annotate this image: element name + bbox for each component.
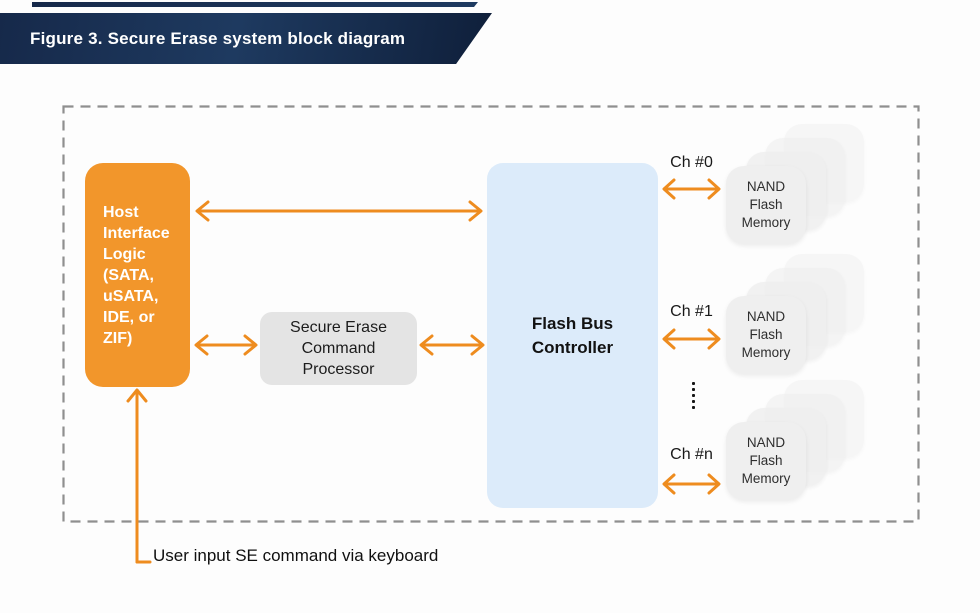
nand-flash-memory-stack-0: NAND Flash Memory: [726, 124, 866, 246]
secure-erase-command-processor-block: Secure Erase Command Processor: [260, 312, 417, 385]
user-input-note: User input SE command via keyboard: [153, 546, 439, 565]
bidirectional-arrow-processor-controller-icon: [419, 334, 485, 356]
bidirectional-arrow-host-controller-icon: [195, 200, 483, 222]
memory-chip-card-front: NAND Flash Memory: [726, 422, 806, 500]
host-interface-logic-block: Host Interface Logic (SATA, uSATA, IDE, …: [85, 163, 190, 387]
host-interface-logic-label: Host Interface Logic (SATA, uSATA, IDE, …: [103, 203, 170, 347]
bidirectional-arrow-channel-0-icon: [662, 178, 721, 200]
banner-accent-strip: [32, 2, 478, 7]
bidirectional-arrow-channel-n-icon: [662, 473, 721, 495]
channel-1-label: Ch #1: [670, 303, 713, 320]
channel-n-label: Ch #n: [670, 446, 713, 463]
nand-flash-memory-label: NAND Flash Memory: [741, 179, 791, 230]
nand-flash-memory-label: NAND Flash Memory: [741, 309, 791, 360]
channel-0-label: Ch #0: [670, 154, 713, 171]
memory-chip-card-front: NAND Flash Memory: [726, 166, 806, 244]
nand-flash-memory-stack-n: NAND Flash Memory: [726, 380, 866, 502]
flash-bus-controller-block: Flash Bus Controller: [487, 163, 658, 508]
diagram-dashed-frame: [62, 105, 920, 523]
bidirectional-arrow-channel-1-icon: [662, 328, 721, 350]
nand-flash-memory-stack-1: NAND Flash Memory: [726, 254, 866, 376]
memory-chip-card-front: NAND Flash Memory: [726, 296, 806, 374]
figure-title: Figure 3. Secure Erase system block diag…: [30, 28, 406, 48]
vertical-ellipsis-icon: [692, 382, 695, 409]
nand-flash-memory-label: NAND Flash Memory: [741, 435, 791, 486]
bidirectional-arrow-host-processor-icon: [194, 334, 258, 356]
figure-title-banner: Figure 3. Secure Erase system block diag…: [0, 13, 492, 64]
user-input-arrow-icon: [126, 388, 152, 564]
flash-bus-controller-label: Flash Bus Controller: [531, 313, 614, 357]
secure-erase-command-processor-label: Secure Erase Command Processor: [290, 319, 387, 378]
